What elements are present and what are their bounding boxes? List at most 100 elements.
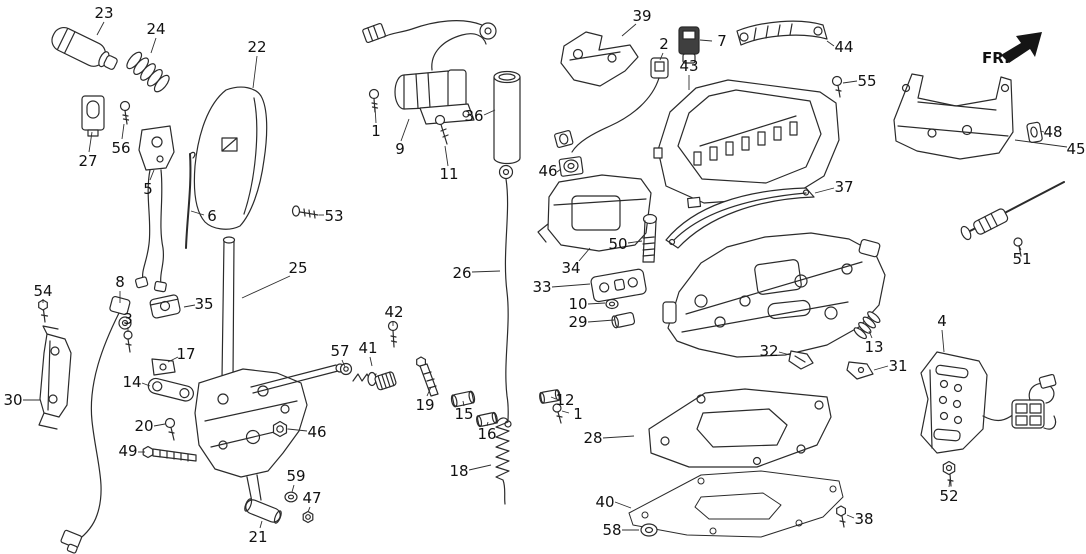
callout-label-56: 56 — [111, 139, 130, 157]
part-10-bushing — [605, 298, 619, 310]
part-24-spring — [126, 51, 170, 93]
part-54-bolt — [38, 299, 49, 323]
part-13-spring — [853, 311, 881, 340]
leader-line-10 — [587, 302, 606, 305]
leader-line-5 — [149, 169, 155, 181]
part-8-harness — [60, 295, 132, 554]
part-55-bolt — [831, 75, 843, 98]
callout-label-46: 46 — [538, 162, 557, 180]
callout-label-5: 5 — [143, 180, 153, 198]
part-21-pin — [244, 498, 282, 524]
callout-label-59: 59 — [286, 467, 305, 485]
callout-label-11: 11 — [439, 165, 458, 183]
leader-line-34 — [578, 247, 591, 262]
callout-label-43: 43 — [679, 57, 698, 75]
part-37-arm — [665, 187, 815, 249]
callout-label-48: 48 — [1043, 123, 1062, 141]
part-46-nut-bottom — [272, 420, 288, 438]
callout-label-26: 26 — [452, 264, 471, 282]
part-46-grommet-top — [558, 156, 584, 177]
leader-line-52 — [948, 478, 951, 488]
callout-label-12: 12 — [555, 391, 574, 409]
callout-label-34: 34 — [561, 259, 580, 277]
part-41-group — [352, 371, 397, 391]
callout-label-23: 23 — [94, 4, 113, 22]
part-1-bolt-right — [552, 403, 563, 424]
callout-label-13: 13 — [864, 338, 883, 356]
callout-label-47: 47 — [302, 489, 321, 507]
part-33-plate — [590, 268, 647, 303]
leader-line-39 — [621, 23, 637, 37]
leader-line-33 — [551, 283, 591, 288]
callout-label-44: 44 — [834, 38, 853, 56]
callout-label-28: 28 — [583, 429, 602, 447]
part-32-clip — [788, 350, 814, 370]
part-2-connector — [554, 57, 669, 153]
part-12-bushing — [539, 389, 561, 404]
part-50-bolt — [642, 213, 658, 263]
part-14-lever — [147, 377, 194, 402]
part-43-indicator-panel — [653, 79, 840, 209]
leader-line-15 — [462, 400, 465, 407]
callout-label-17: 17 — [176, 345, 195, 363]
callout-label-25: 25 — [288, 259, 307, 277]
callout-label-45: 45 — [1066, 140, 1085, 158]
callout-label-36: 36 — [464, 107, 483, 125]
callout-label-49: 49 — [118, 442, 137, 460]
part-6-rod — [185, 151, 196, 249]
callout-label-30: 30 — [3, 391, 22, 409]
callout-label-2: 2 — [659, 35, 669, 53]
part-1-bolt-left — [368, 88, 380, 113]
leader-line-16 — [486, 421, 489, 427]
leader-line-47 — [307, 506, 311, 513]
part-34-bracket — [537, 174, 652, 252]
leader-line-59 — [291, 484, 295, 493]
diagram-art: FR. — [38, 20, 1065, 554]
leader-line-25 — [241, 275, 291, 299]
leader-line-26 — [471, 270, 501, 273]
leader-line-55 — [842, 80, 858, 84]
part-47-nut — [302, 510, 314, 524]
part-51-cable — [960, 181, 1065, 257]
part-3-bolt — [123, 330, 133, 353]
fr-marker: FR. — [982, 32, 1042, 67]
callout-label-33: 33 — [532, 278, 551, 296]
leader-line-17 — [167, 356, 179, 363]
main-bracket-body — [662, 232, 886, 358]
part-25-lever — [194, 236, 345, 503]
part-18-spring — [495, 417, 510, 505]
leader-line-36 — [483, 109, 496, 116]
part-35-switch — [149, 294, 181, 319]
callout-label-15: 15 — [454, 405, 473, 423]
callout-label-22: 22 — [247, 38, 266, 56]
part-28-plate — [648, 388, 832, 468]
callout-label-58: 58 — [602, 521, 621, 539]
part-59-washer — [284, 491, 298, 503]
callout-label-41: 41 — [358, 339, 377, 357]
fr-arrow-icon — [1001, 32, 1042, 63]
leader-line-23 — [96, 21, 105, 36]
part-49-bolt — [142, 445, 197, 462]
leader-line-28 — [602, 435, 635, 439]
fr-label: FR. — [982, 49, 1010, 67]
leader-line-14 — [141, 382, 151, 387]
callout-label-52: 52 — [939, 487, 958, 505]
part-38-bolt — [836, 505, 846, 528]
callout-label-29: 29 — [568, 313, 587, 331]
leader-line-1 — [374, 106, 377, 124]
leader-line-29 — [587, 319, 615, 323]
leader-line-46 — [287, 428, 308, 432]
callout-label-1: 1 — [371, 122, 381, 140]
callout-label-18: 18 — [449, 462, 468, 480]
leader-line-46 — [556, 168, 562, 173]
leader-line-51 — [1018, 245, 1022, 251]
part-16-bushing — [476, 411, 498, 428]
callout-label-51: 51 — [1012, 250, 1031, 268]
callout-label-19: 19 — [415, 396, 434, 414]
part-22-cover — [193, 86, 268, 230]
leader-line-24 — [150, 37, 157, 54]
callout-label-3: 3 — [123, 310, 133, 328]
leader-line-13 — [868, 330, 873, 339]
callout-label-8: 8 — [115, 273, 125, 291]
